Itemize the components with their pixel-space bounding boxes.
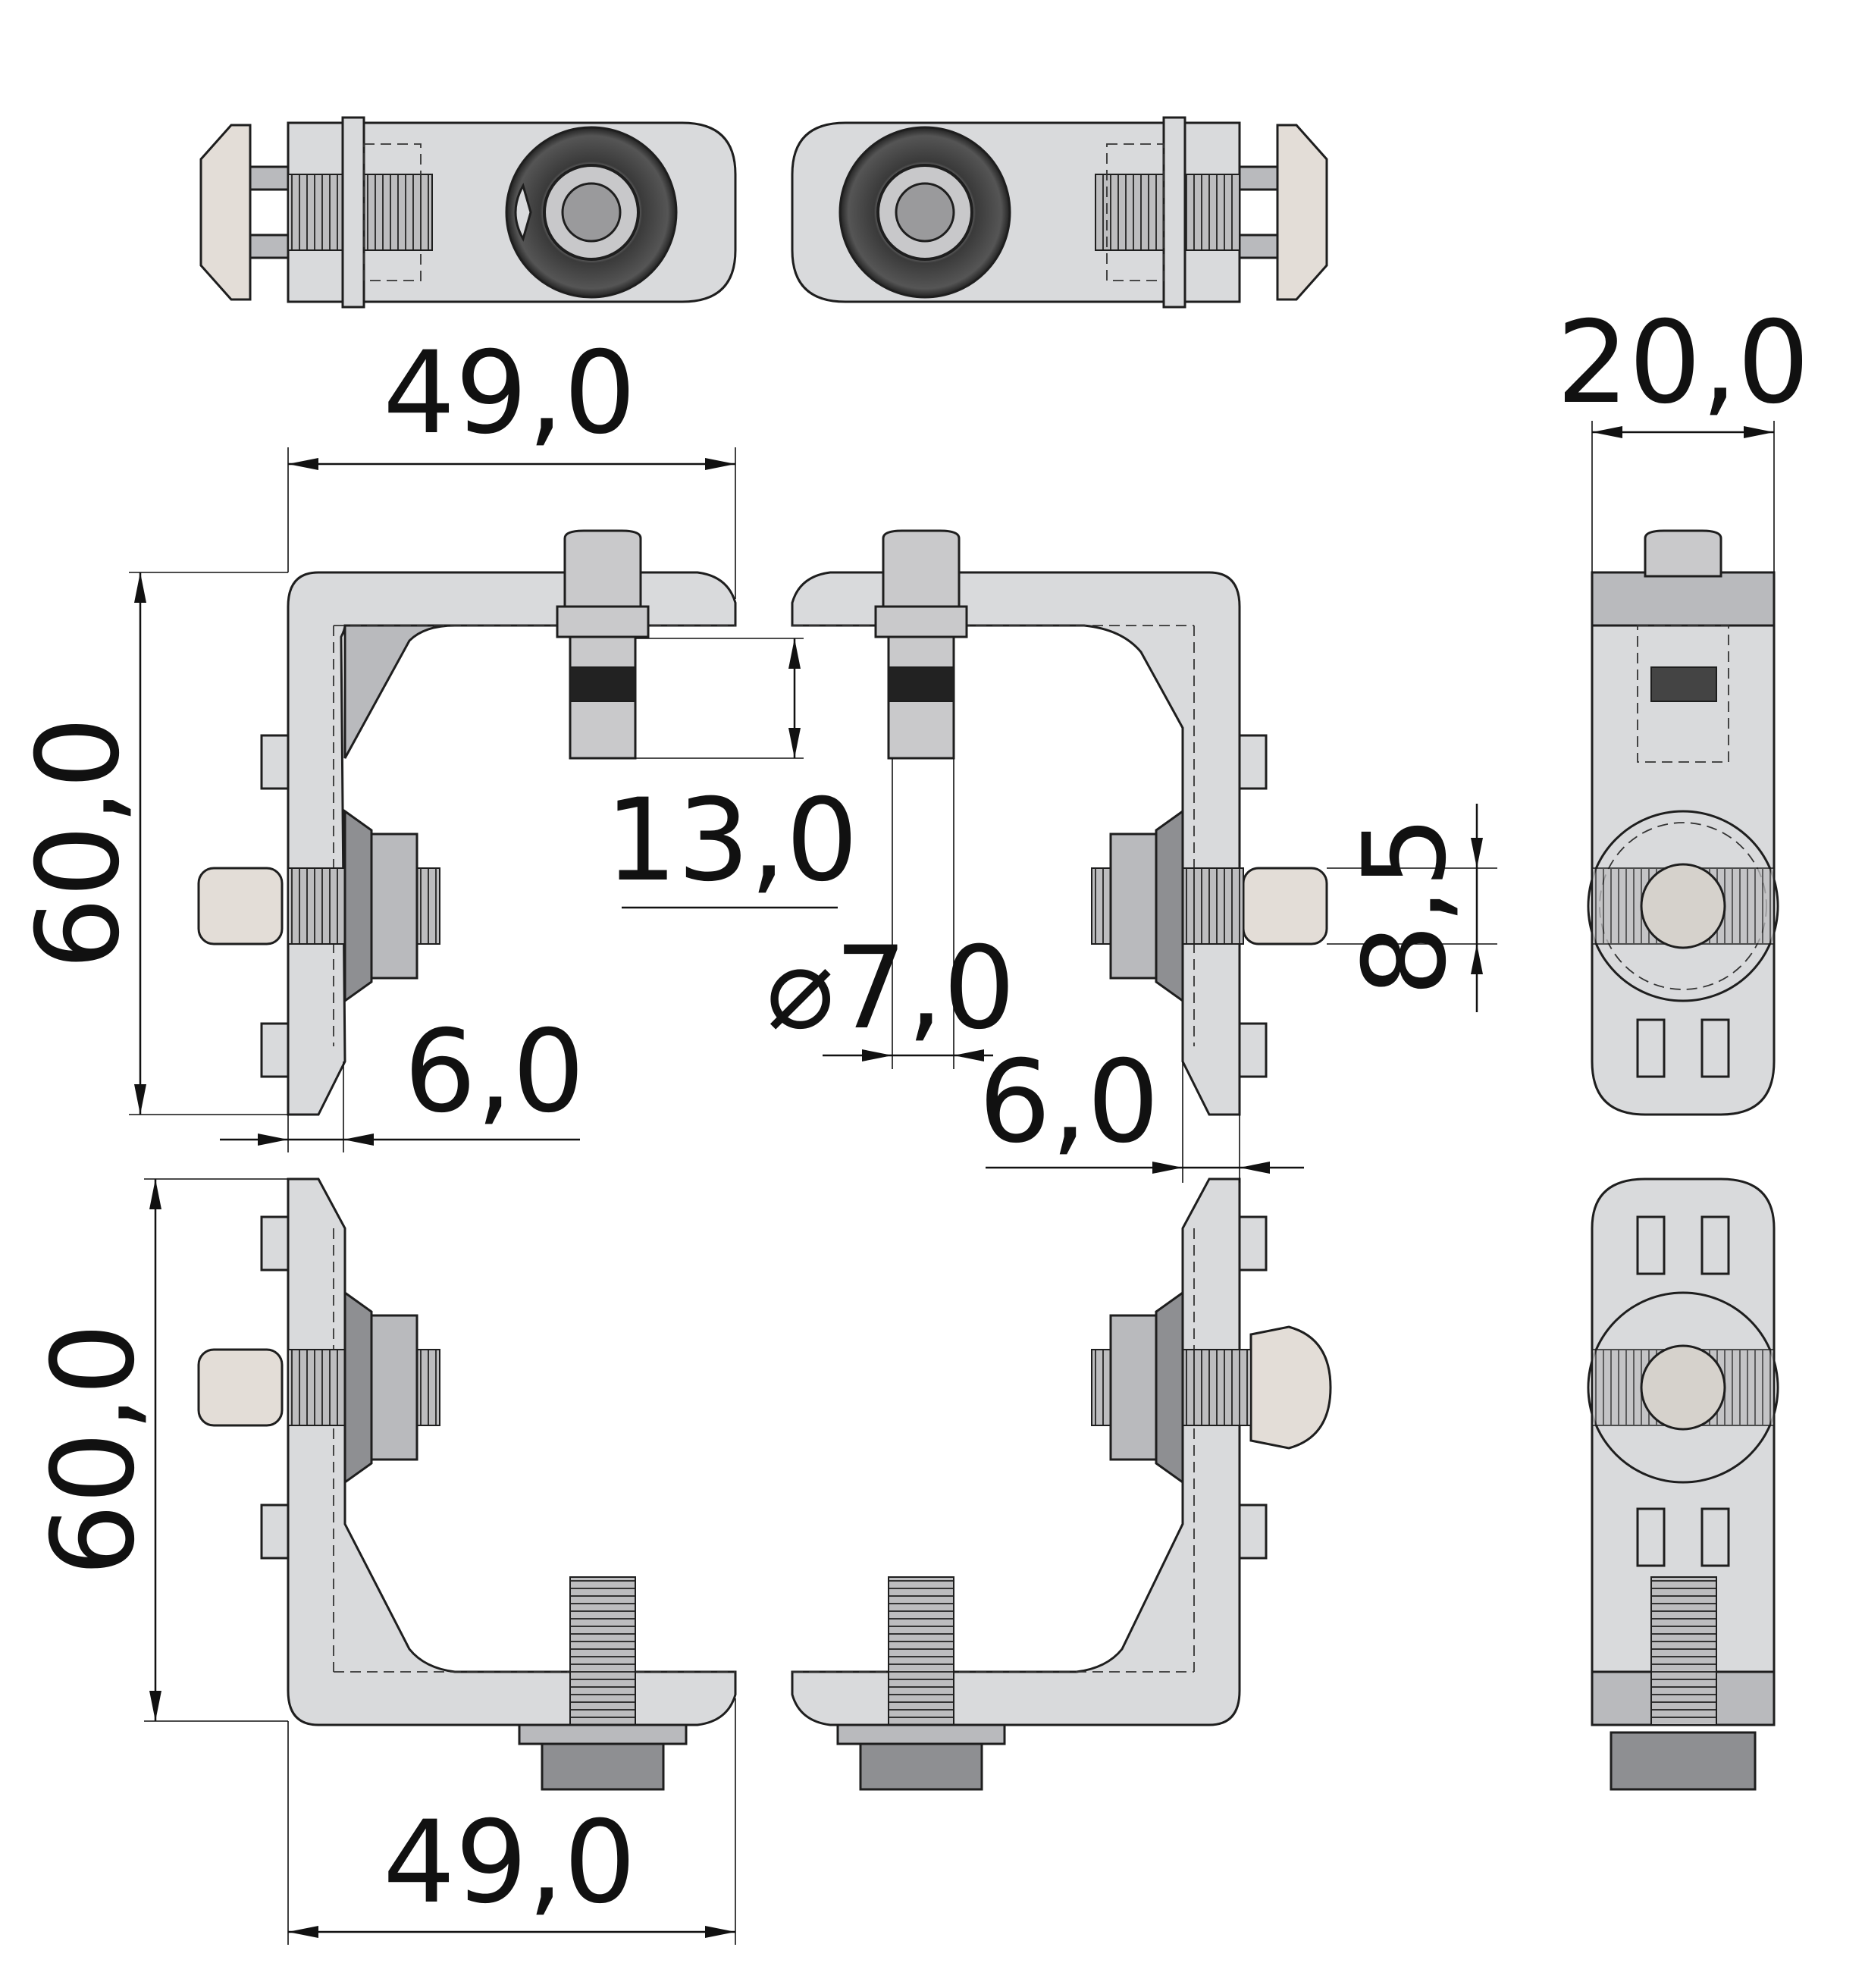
dim-pin-diameter: ⌀7,0	[766, 923, 1016, 1055]
dim-bottom-width: 49,0	[383, 1797, 636, 1929]
bracket-upper-right	[791, 529, 1328, 1116]
bracket-upper-left	[197, 529, 737, 1116]
dim-top-width: 49,0	[383, 328, 636, 459]
top-view-left	[199, 116, 737, 309]
dim-pin-length: 13,0	[605, 775, 858, 907]
dimension-lines	[129, 421, 1775, 1945]
dim-left-height-upper: 60,0	[13, 716, 145, 970]
top-view-right	[791, 116, 1328, 309]
dim-right-thickness: 6,0	[979, 1036, 1160, 1168]
bracket-lower-right	[791, 1177, 1332, 1791]
dim-bolt-offset: 8,5	[1340, 816, 1472, 997]
dim-left-thickness: 6,0	[404, 1006, 585, 1138]
dim-left-height-lower: 60,0	[28, 1323, 160, 1576]
bracket-lower-left	[197, 1177, 737, 1791]
side-view-upper	[1587, 529, 1779, 1116]
side-view-lower	[1587, 1177, 1779, 1791]
dim-side-width: 20,0	[1556, 297, 1810, 429]
